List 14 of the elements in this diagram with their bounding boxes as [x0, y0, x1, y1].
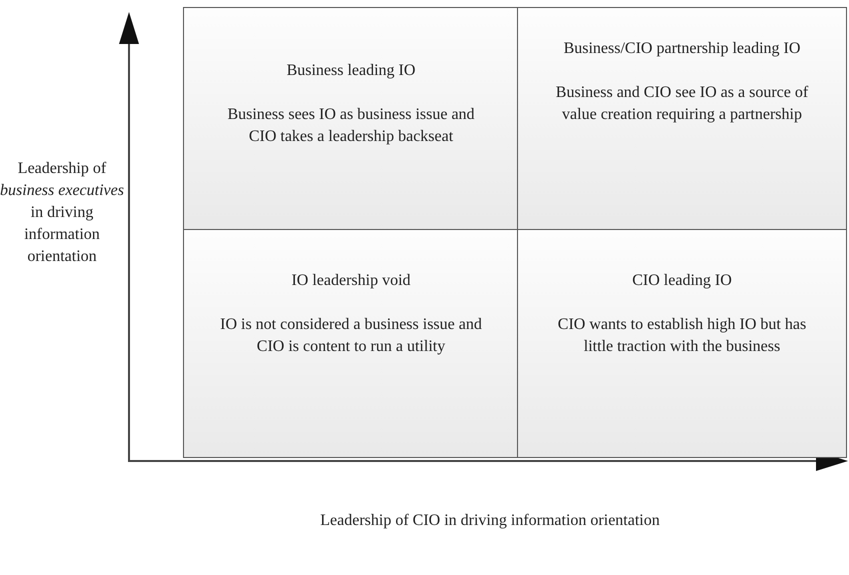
- quadrant-box: [517, 229, 847, 458]
- axis-label: Leadership of CIO in driving information orientation: [319, 511, 661, 531]
- quadrant-description: CIO wants to establish high IO but has little traction with the business: [556, 315, 808, 357]
- quadrant-box: [517, 7, 847, 231]
- quadrant-box: [183, 7, 519, 231]
- quadrant-description: Business and CIO see IO as a source of value creation requiring a partnership: [554, 83, 810, 125]
- quadrant-title: CIO leading IO: [632, 271, 732, 291]
- quadrant-title: Business/CIO partnership leading IO: [564, 39, 800, 59]
- quadrant-description: IO is not considered a business issue and CIO is content to run a utility: [219, 315, 483, 357]
- quadrant-description: Business sees IO as business issue and CIO takes a leadership backseat: [226, 105, 476, 147]
- axis-label: Leadership of business executives in driving information orientation: [0, 159, 124, 267]
- quadrant-title: IO leadership void: [291, 271, 411, 291]
- quadrant-box: [183, 229, 519, 458]
- quadrant-title: Business leading IO: [286, 61, 416, 81]
